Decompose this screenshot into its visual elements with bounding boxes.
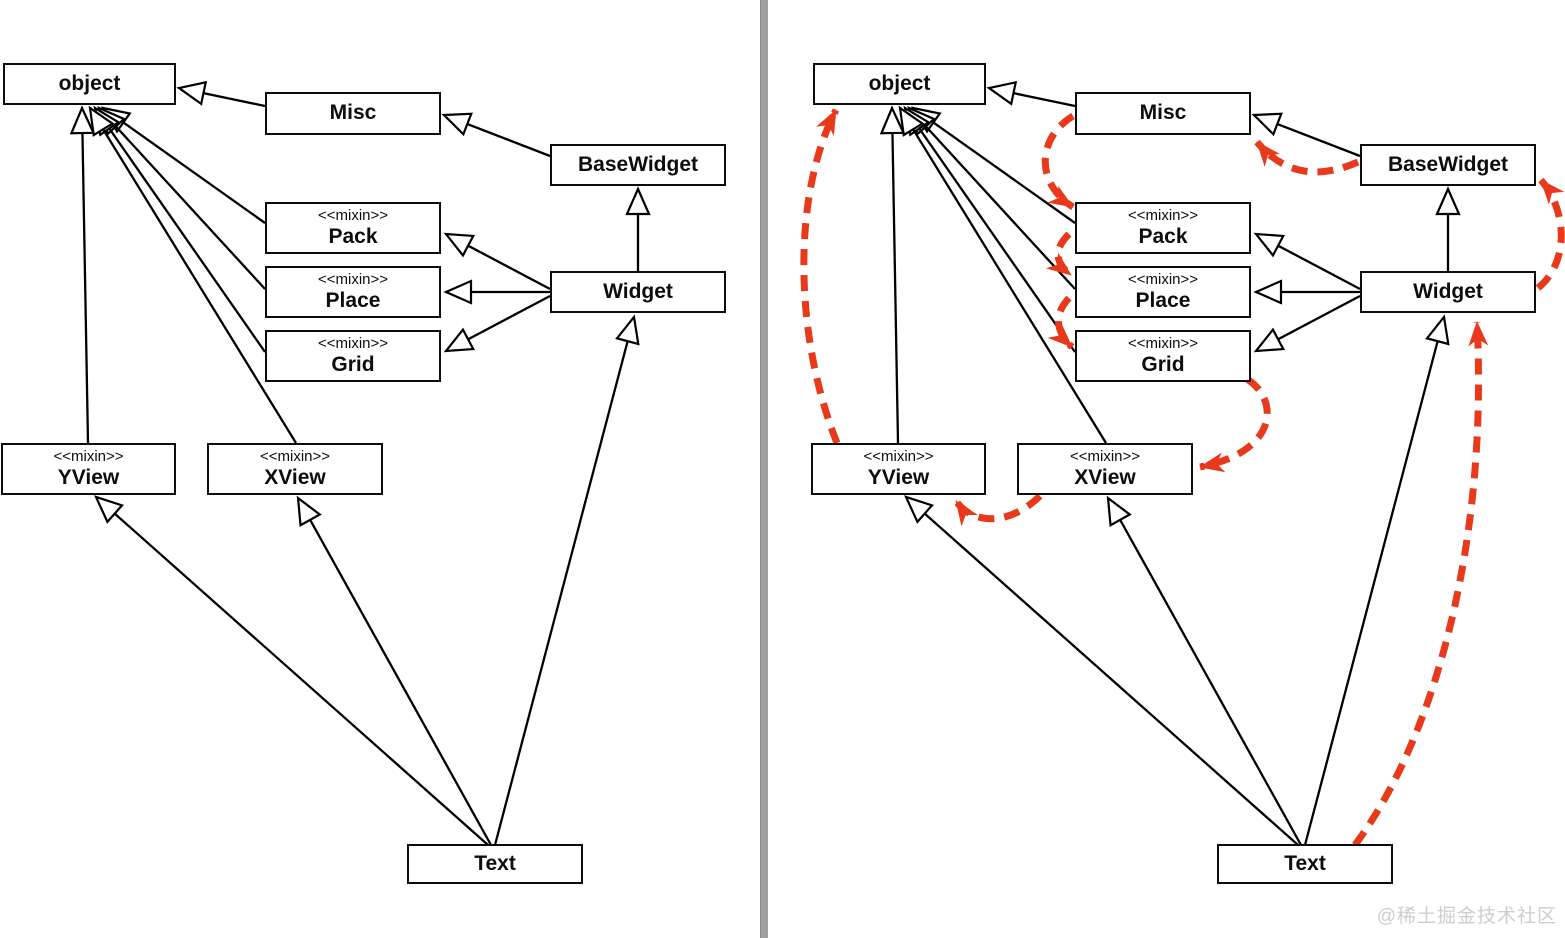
- panel-divider: [760, 0, 768, 938]
- class-box-widget: Widget: [550, 271, 726, 313]
- stereotype-label: <<mixin>>: [317, 271, 389, 289]
- stereotype-label: <<mixin>>: [53, 448, 124, 466]
- class-name: Misc: [329, 101, 377, 125]
- mro-arrow-grid-xview: [1199, 376, 1271, 473]
- class-box-object: object: [813, 63, 986, 105]
- mro-arrow-widget-basewidget: [1535, 177, 1565, 291]
- stereotype-label: <<mixin>>: [1127, 271, 1199, 289]
- class-box-yview: <<mixin>> YView: [811, 443, 986, 495]
- watermark-text: @稀土掘金技术社区: [1376, 906, 1557, 927]
- class-box-misc: Misc: [1075, 92, 1251, 135]
- mro-arrow-xview-yview: [953, 493, 1043, 527]
- mro-arrow-text-widget: [1352, 321, 1489, 848]
- stereotype-label: <<mixin>>: [1069, 448, 1141, 466]
- mro-arrow-misc-pack: [1041, 113, 1075, 210]
- stereotype-label: <<mixin>>: [1127, 207, 1199, 225]
- class-name: Place: [325, 288, 381, 312]
- stereotype-label: <<mixin>>: [317, 335, 389, 353]
- class-name: object: [868, 71, 931, 95]
- class-name: Pack: [1138, 224, 1188, 248]
- mro-arrow-place-grid: [1047, 295, 1075, 350]
- class-name: Grid: [331, 352, 375, 376]
- class-name: Misc: [1139, 101, 1187, 125]
- mro-arrow-pack-place: [1045, 231, 1074, 278]
- panel-left: object Misc BaseWidget <<mixin>> Pack <<…: [0, 0, 755, 938]
- class-name: Grid: [1141, 352, 1185, 376]
- class-box-grid: <<mixin>> Grid: [1075, 330, 1251, 382]
- class-box-place: <<mixin>> Place: [1075, 266, 1251, 318]
- class-box-basewidget: BaseWidget: [550, 144, 726, 186]
- stereotype-label: <<mixin>>: [863, 448, 934, 466]
- class-name: YView: [57, 465, 120, 489]
- class-name: Widget: [603, 279, 673, 303]
- class-name: XView: [1074, 465, 1136, 489]
- class-box-yview: <<mixin>> YView: [1, 443, 176, 495]
- class-box-text: Text: [1217, 844, 1393, 884]
- stereotype-label: <<mixin>>: [317, 207, 389, 225]
- stereotype-label: <<mixin>>: [259, 448, 331, 466]
- mro-arrows: [800, 108, 1565, 848]
- class-box-xview: <<mixin>> XView: [207, 443, 383, 495]
- class-box-misc: Misc: [265, 92, 441, 135]
- class-box-xview: <<mixin>> XView: [1017, 443, 1193, 495]
- class-box-grid: <<mixin>> Grid: [265, 330, 441, 382]
- class-box-object: object: [3, 63, 176, 105]
- class-name: Widget: [1413, 279, 1483, 303]
- mro-arrow-basewidget-misc: [1254, 139, 1360, 176]
- class-box-widget: Widget: [1360, 271, 1536, 313]
- class-name: BaseWidget: [1387, 152, 1508, 176]
- panel-right: object Misc BaseWidget <<mixin>> Pack <<…: [810, 0, 1565, 938]
- class-box-place: <<mixin>> Place: [265, 266, 441, 318]
- class-box-basewidget: BaseWidget: [1360, 144, 1536, 186]
- class-name: YView: [867, 465, 930, 489]
- class-name: BaseWidget: [577, 152, 698, 176]
- class-box-pack: <<mixin>> Pack: [265, 202, 441, 254]
- class-name: object: [58, 71, 121, 95]
- class-name: XView: [264, 465, 326, 489]
- class-name: Pack: [328, 224, 378, 248]
- stereotype-label: <<mixin>>: [1127, 335, 1199, 353]
- class-box-text: Text: [407, 844, 583, 884]
- class-name: Place: [1135, 288, 1191, 312]
- class-box-pack: <<mixin>> Pack: [1075, 202, 1251, 254]
- class-name: Text: [474, 851, 516, 875]
- class-name: Text: [1284, 851, 1326, 875]
